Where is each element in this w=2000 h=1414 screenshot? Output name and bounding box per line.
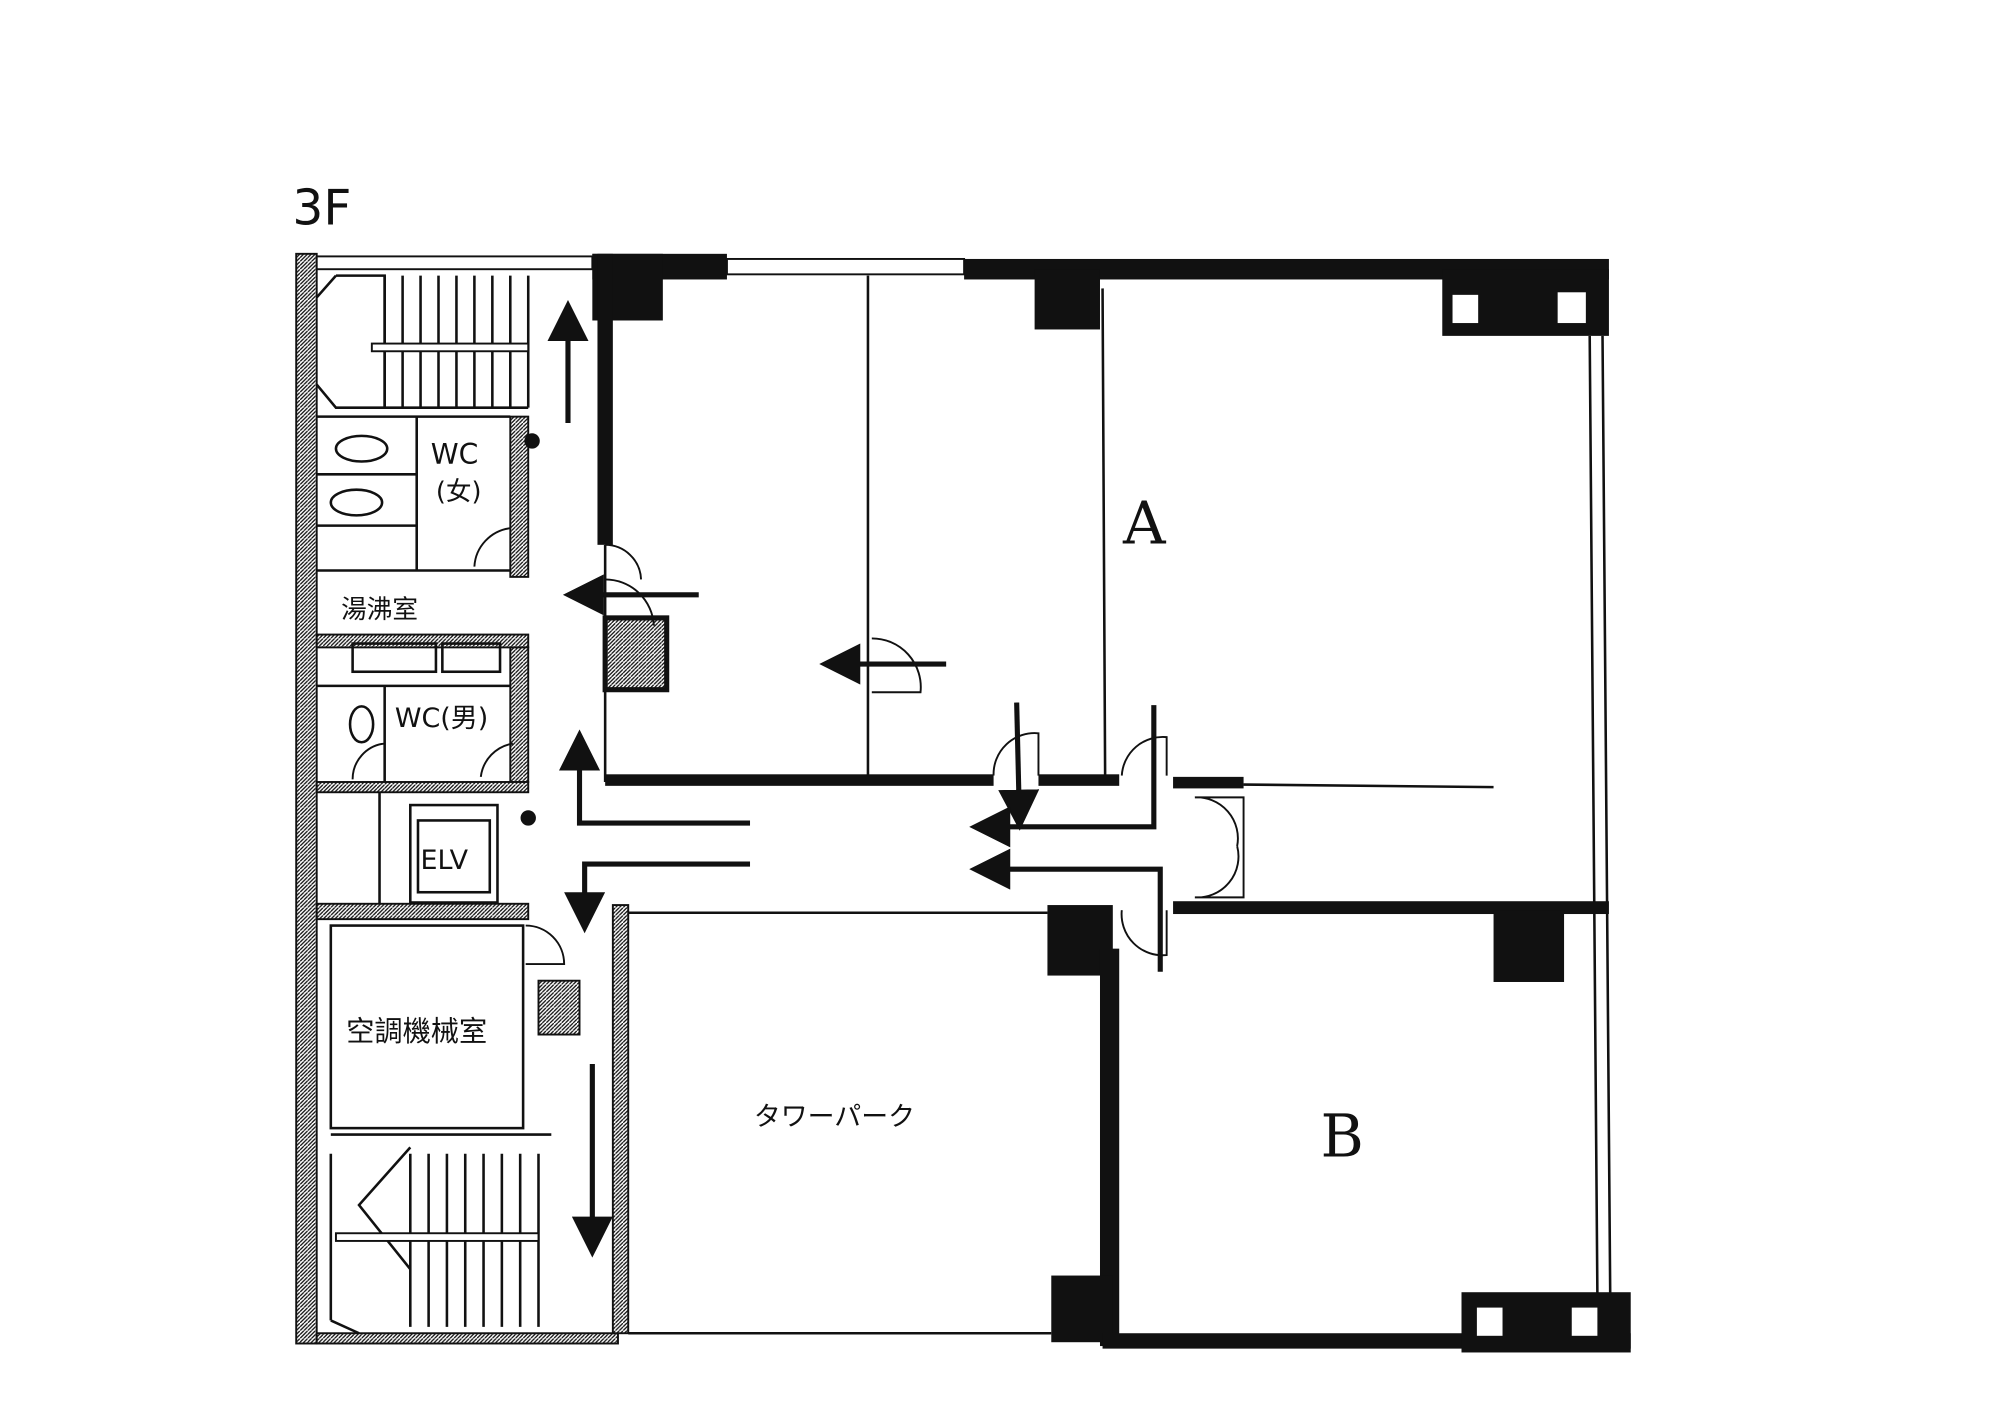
tenant-walls	[592, 253, 1631, 1353]
stair-north	[315, 274, 530, 409]
hvac-room-label: 空調機械室	[346, 1015, 487, 1048]
tenant-b-label: B	[1320, 1101, 1363, 1170]
wc-women-sublabel: (女)	[436, 477, 482, 507]
elevator-label: ELV	[421, 845, 469, 876]
floor-label: 3F	[292, 180, 351, 236]
evacuation-arrows	[547, 299, 1163, 1258]
tower-park-label: タワーパーク	[754, 1102, 915, 1133]
wc-men: WC(男)	[316, 642, 514, 782]
wc-women-label: WC	[431, 438, 479, 471]
hvac-room: 空調機械室	[329, 924, 566, 1130]
stair-south	[329, 1133, 552, 1335]
tenant-a-label: A	[1122, 489, 1167, 558]
kitchenette-label: 湯沸室	[341, 595, 418, 625]
wc-men-label: WC(男)	[395, 703, 488, 734]
elevator: ELV	[378, 433, 540, 904]
wc-women: WC (女)	[316, 415, 511, 572]
